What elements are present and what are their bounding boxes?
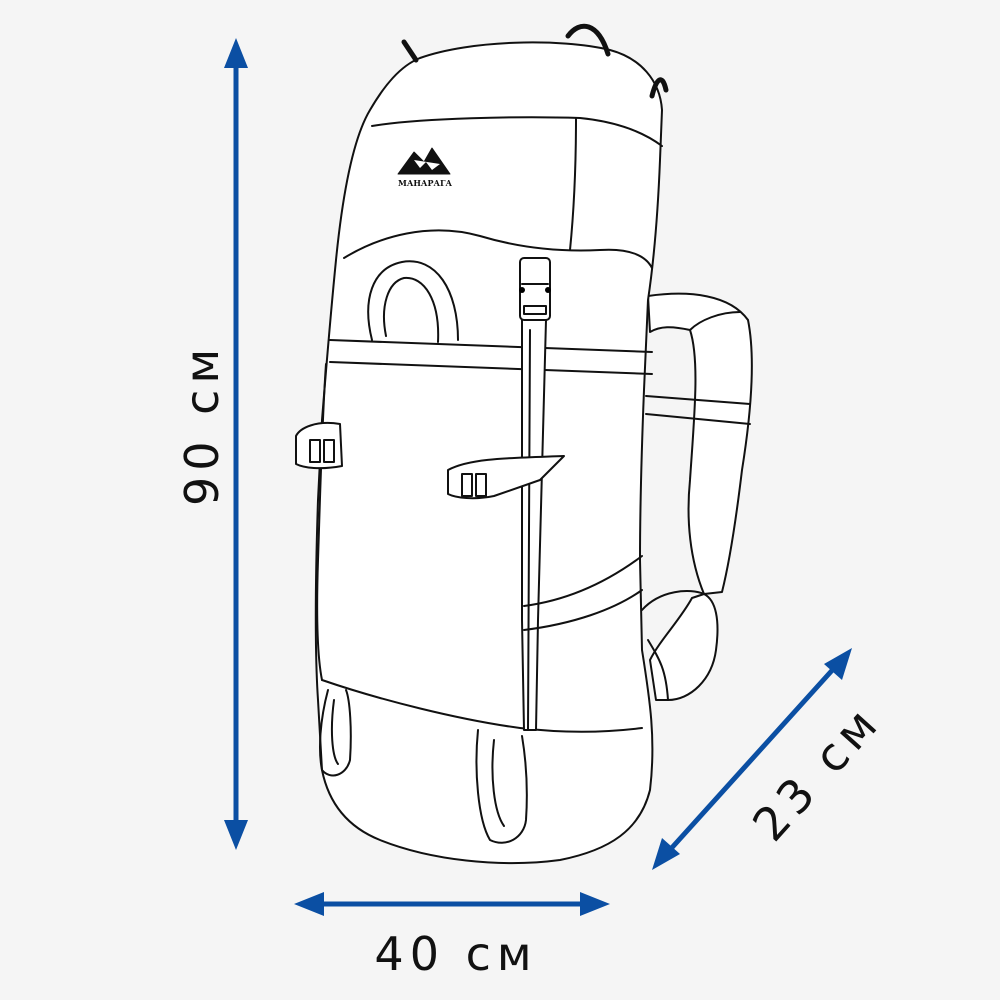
shoulder-strap xyxy=(641,292,753,701)
mountain-logo-icon xyxy=(397,147,451,175)
top-loop-left xyxy=(401,39,419,63)
top-loop-right xyxy=(649,77,669,99)
width-label: 40 см xyxy=(374,927,537,981)
depth-label: 23 см xyxy=(742,694,891,851)
side-strap-left xyxy=(295,422,343,470)
depth-dimension xyxy=(652,648,852,870)
ice-axe-loop xyxy=(367,260,459,341)
side-strap-front xyxy=(447,455,565,500)
height-label: 90 см xyxy=(175,343,229,506)
brand-logo: МАНАРАГА xyxy=(397,147,453,188)
buckle xyxy=(519,257,551,321)
bottom-loop-right xyxy=(475,729,528,844)
width-dimension xyxy=(294,892,610,916)
top-loop-center xyxy=(565,23,611,57)
backpack-body xyxy=(314,41,663,865)
bottom-loop-left xyxy=(319,689,352,777)
height-dimension xyxy=(224,38,248,850)
brand-name: МАНАРАГА xyxy=(398,178,453,188)
backpack-outline: МАНАРАГА xyxy=(295,23,753,865)
